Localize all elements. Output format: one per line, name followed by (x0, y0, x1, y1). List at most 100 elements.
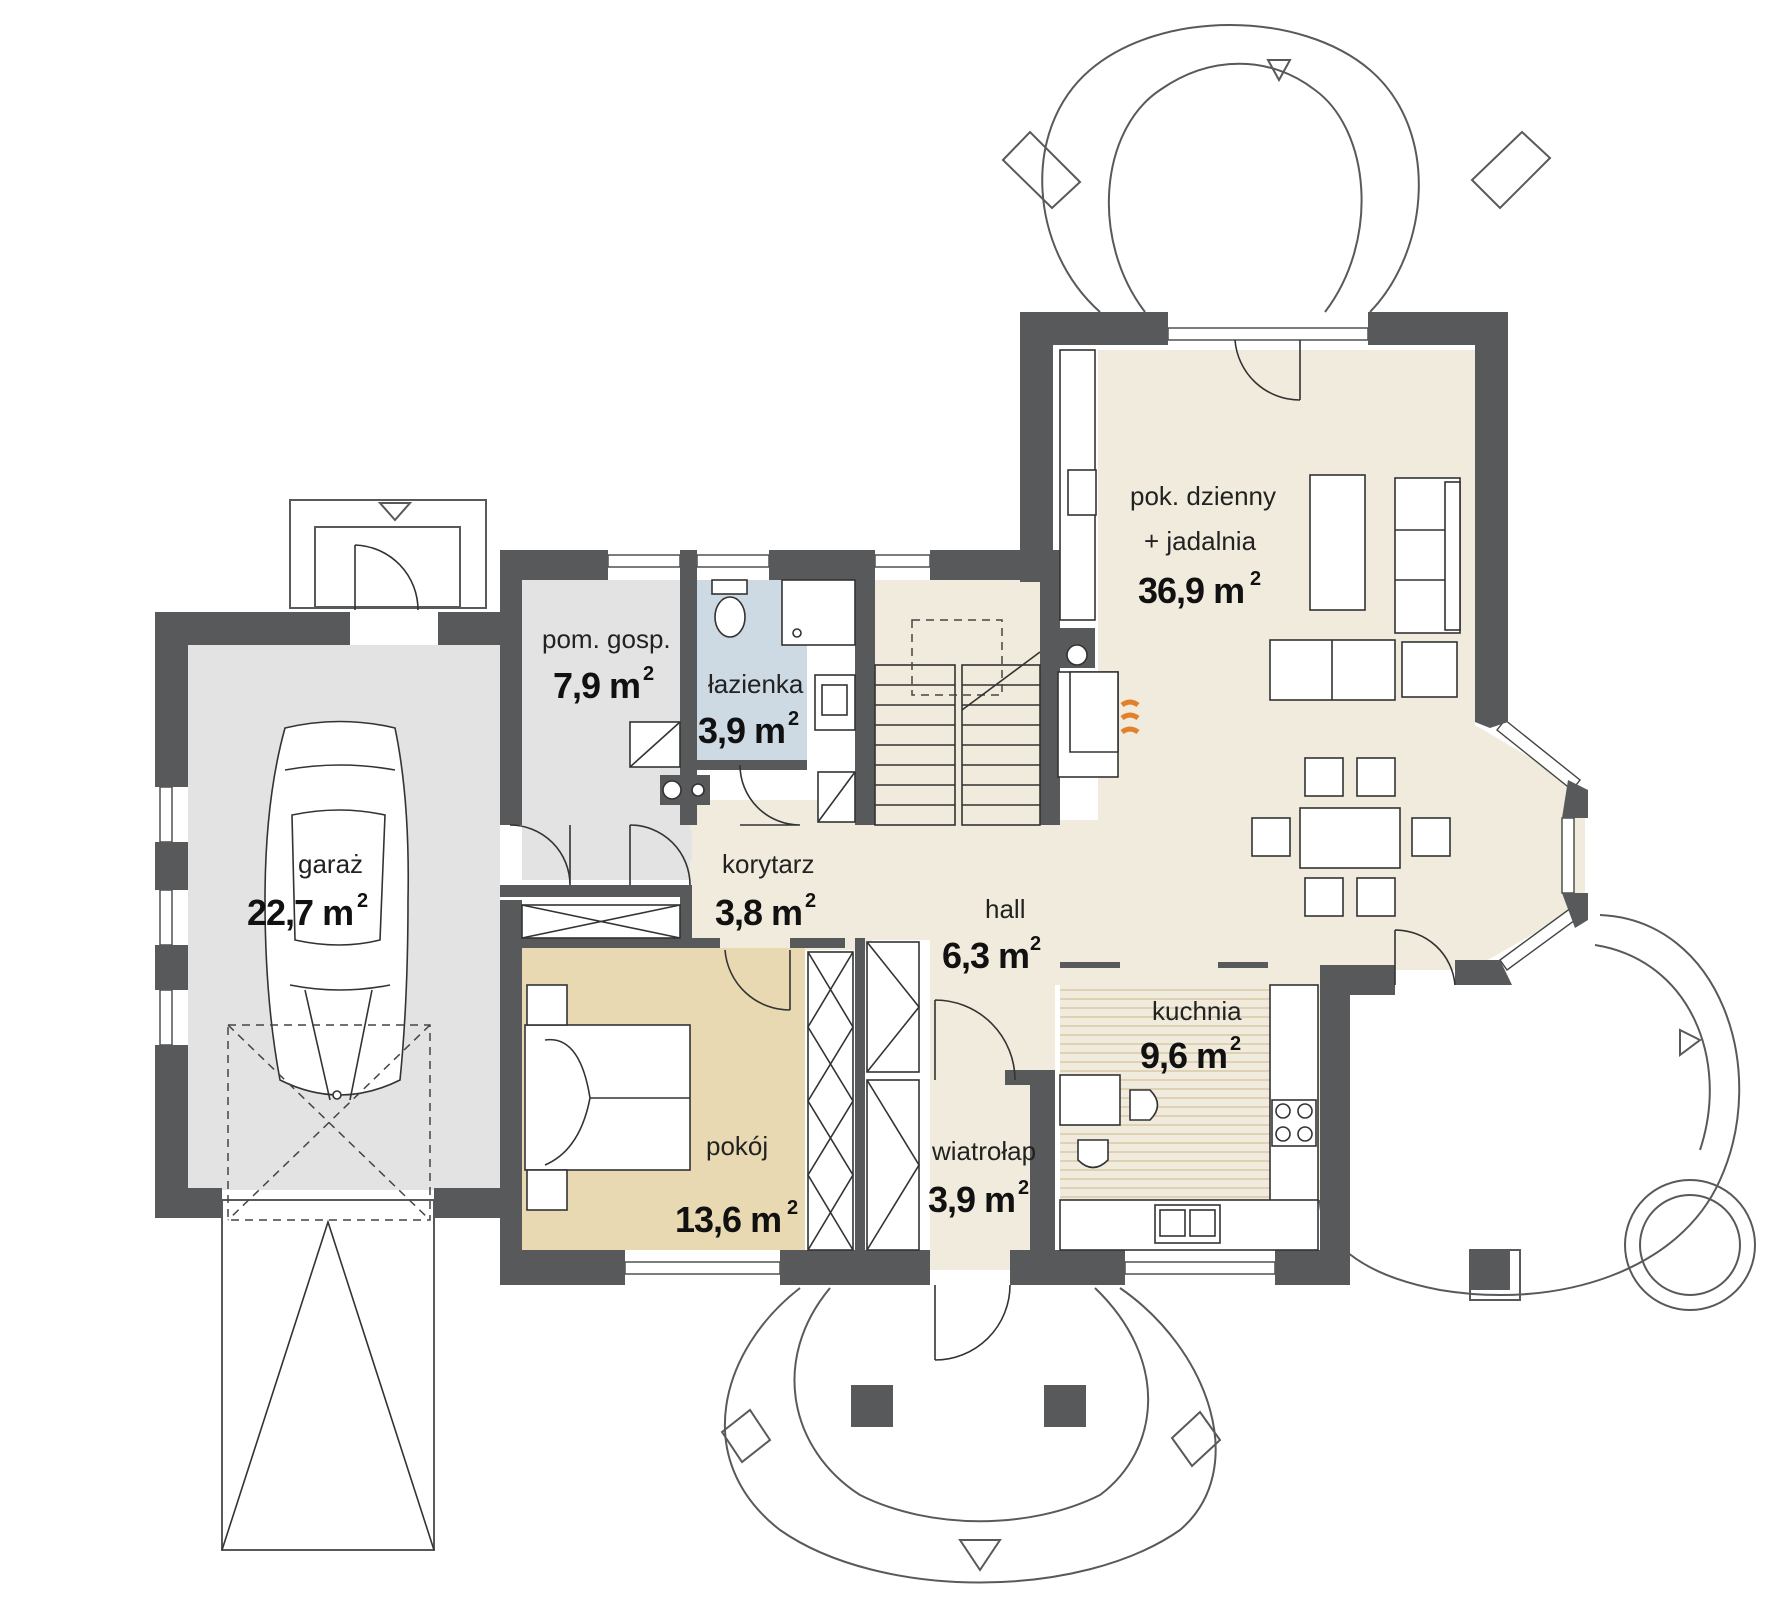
wall-living-left (1020, 312, 1053, 582)
kitchen-chair-2 (1077, 1139, 1109, 1169)
wall-wardrobe-divider (855, 938, 865, 1263)
room-area-sup-wiatrolap: 2 (1018, 1177, 1029, 1199)
wall-kitchen-partition-2 (1218, 962, 1268, 968)
room-name-salon-1: pok. dzienny (1130, 481, 1276, 511)
label-lazienka: łazienka 3,9 m 2 (698, 669, 804, 751)
terrace-arrow-top (1266, 59, 1292, 83)
wall-kitchen-right (1320, 965, 1350, 1285)
wall-bedroom-bottom-left (500, 1250, 625, 1285)
door-garage-side (354, 544, 419, 611)
door-living-side (1394, 929, 1456, 986)
front-post-left-base (851, 1385, 893, 1427)
wall-utility-bath (680, 550, 697, 825)
side-porch-outer (289, 499, 487, 609)
label-pokoj: pokój 13,6 m 2 (675, 1131, 798, 1240)
door-bath (739, 764, 801, 826)
garage-door-dashed-diag-2 (227, 1024, 431, 1221)
car-emblem (332, 1090, 342, 1100)
stove-vent (1066, 644, 1088, 666)
label-garaz: garaż 22,7 m 2 (247, 849, 368, 933)
side-round-platform (1624, 1179, 1756, 1311)
label-kuchnia: kuchnia 9,6 m 2 (1140, 996, 1242, 1076)
wall-garage-divider-top (500, 550, 522, 825)
side-terrace-inner (1594, 944, 1711, 1151)
wall-corridor-stub (680, 885, 692, 945)
wall-vestibule-right (1030, 1070, 1055, 1285)
washbasin-bowl (821, 684, 848, 716)
room-area-hall: 6,3 m (942, 935, 1029, 976)
room-name-garaz: garaż (298, 849, 363, 879)
side-post-base (1469, 1249, 1521, 1301)
labels: pok. dzienny + jadalnia 36,9 m 2 pom. go… (247, 481, 1276, 1240)
window-kitchen-front (1124, 1261, 1276, 1275)
doors (354, 339, 1456, 1361)
wall-garage-left-b (155, 842, 188, 890)
car (264, 720, 410, 1101)
room-name-hall: hall (985, 894, 1025, 924)
window-bedroom-front (624, 1261, 781, 1275)
washing-machine-diag (817, 771, 856, 823)
room-area-sup-salon: 2 (1250, 568, 1261, 590)
vestibule-floor (930, 955, 1040, 1270)
room-area-salon: 36,9 m (1138, 570, 1244, 611)
boiler-dial-1 (662, 780, 682, 800)
stairs-arrow (961, 651, 1041, 711)
shower-drain (792, 628, 802, 638)
utility-box-diag (629, 721, 681, 768)
wardrobe-bedroom (807, 951, 854, 1251)
room-area-kuchnia: 9,6 m (1140, 1035, 1227, 1076)
garage-apron-arrow (221, 1219, 435, 1551)
room-name-salon-2: + jadalnia (1144, 526, 1257, 556)
walls (155, 312, 1588, 1285)
wall-kitchen-partition-1 (1060, 962, 1120, 968)
front-step-left (720, 1408, 772, 1464)
front-arrow (958, 1539, 1002, 1572)
window-stairs-top (874, 554, 931, 568)
dining-chair-3 (1304, 877, 1344, 917)
wall-bay-mid-bottom (1562, 893, 1588, 928)
side-post (1470, 1250, 1510, 1290)
wall-bay-bottom-corner (1455, 960, 1512, 985)
room-area-sup-pokoj: 2 (787, 1197, 798, 1219)
wall-living-right (1475, 312, 1508, 712)
dining-chair-2 (1356, 757, 1396, 797)
wall-kitchen-right-step (1320, 965, 1370, 995)
wall-vestibule-bottom-right (1010, 1250, 1125, 1285)
furniture (227, 349, 1461, 1251)
utility-wardrobe-x2 (521, 904, 681, 939)
sofa-right-back (1444, 481, 1461, 631)
door-vestibule (934, 999, 1016, 1081)
wall-bay-top-corner (1475, 705, 1508, 728)
door-living-terrace (1234, 339, 1301, 401)
terrace-step-left (1001, 130, 1082, 210)
wall-living-left-low (1040, 580, 1055, 825)
room-name-pokoj: pokój (706, 1131, 768, 1161)
door-entrance (934, 1284, 1011, 1361)
wall-vestibule-bottom-left (905, 1250, 930, 1285)
kitchen-table (1059, 1074, 1121, 1126)
room-area-korytarz: 3,8 m (715, 892, 802, 933)
room-name-pom-gosp: pom. gosp. (542, 624, 671, 654)
wall-living-top-left (1020, 312, 1168, 345)
room-name-lazienka: łazienka (708, 669, 804, 699)
nightstand-bottom (526, 1169, 568, 1211)
wardrobe-bedroom-zigzag-2 (807, 951, 854, 1251)
room-name-kuchnia: kuchnia (1152, 996, 1242, 1026)
window-garage-side-1 (159, 786, 173, 843)
room-name-wiatrolap: wiatrołap (931, 1136, 1036, 1166)
kitchen-counter-right (1269, 984, 1319, 1204)
boiler-dial-2 (691, 783, 705, 797)
rear-terrace-outline (1041, 24, 1420, 313)
wall-garage-left-a (155, 612, 188, 787)
side-porch-inner (314, 526, 461, 608)
label-pom-gosp: pom. gosp. 7,9 m 2 (542, 624, 671, 706)
toilet-bowl (714, 596, 746, 638)
wardrobe-bedroom-zigzag (807, 951, 854, 1251)
flame-icon (1120, 699, 1140, 735)
side-arrow (1679, 1028, 1702, 1057)
car-roof (291, 809, 386, 946)
wardrobe-hall-bottom (866, 1079, 920, 1251)
terrace-step-right (1470, 130, 1552, 210)
coffee-table (1309, 474, 1366, 611)
